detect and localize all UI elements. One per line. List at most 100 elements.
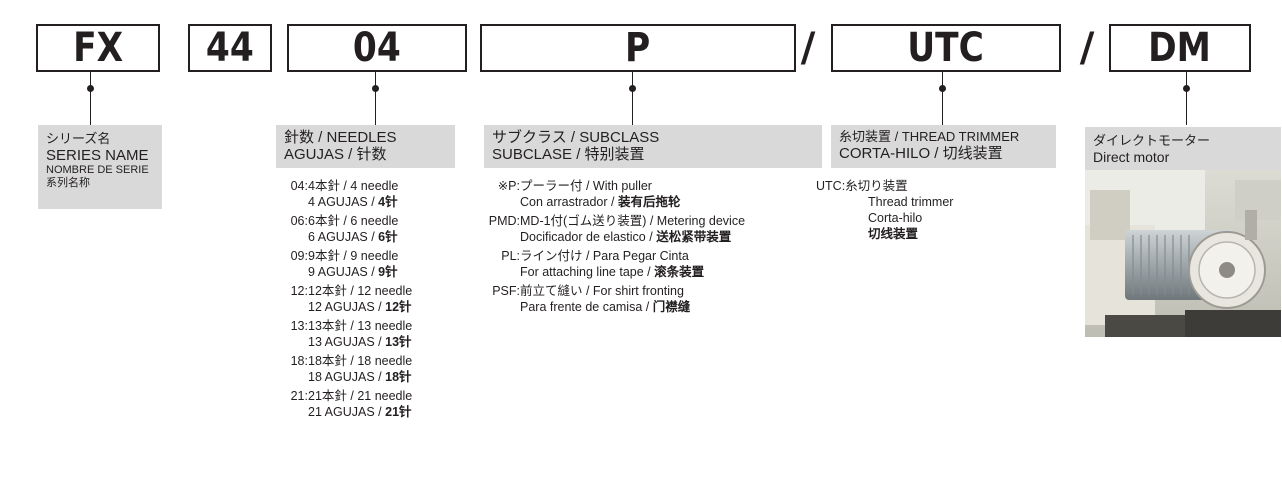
needles-label: 針数 / NEEDLES AGUJAS / 针数 [276, 125, 455, 168]
option-line1: 前立て縫い / For shirt fronting [520, 284, 684, 298]
needles-label-line2: AGUJAS / 针数 [284, 146, 387, 163]
option-line1: MD-1付(ゴム送り装置) / Metering device [520, 214, 746, 228]
option-line2-prefix: 9 AGUJAS / [308, 265, 379, 279]
option-line2-bold: 送松紧带装置 [656, 230, 732, 244]
option-line2-prefix: For attaching line tape / [520, 265, 655, 279]
option-line2: 12 AGUJAS / 12针 [282, 299, 412, 315]
option-code: 12: [290, 284, 308, 298]
option-line2-prefix: 6 AGUJAS / [308, 230, 379, 244]
option-line1: 9本針 / 9 needle [308, 249, 399, 263]
subclass-label: サブクラス / SUBCLASS SUBCLASE / 特别装置 [484, 125, 822, 168]
option-line2: Docificador de elastico / 送松紧带装置 [478, 229, 745, 245]
option-line1: 18本針 / 18 needle [308, 354, 413, 368]
series-label-jp: シリーズ名 [46, 131, 111, 146]
option-line1: 12本針 / 12 needle [308, 284, 413, 298]
connector-line [632, 72, 633, 125]
option-line2: 13 AGUJAS / 13针 [282, 334, 412, 350]
option-line1: 4本針 / 4 needle [308, 179, 399, 193]
option-line4: 切线装置 [868, 227, 919, 241]
slash-separator: / [800, 25, 816, 71]
option-code: PMD: [488, 214, 520, 228]
thread-trimmer-options: UTC: 糸切り装置 Thread trimmer Corta-hilo 切线装… [816, 178, 953, 242]
thread-trimmer-label: 糸切装置 / THREAD TRIMMER CORTA-HILO / 切线装置 [831, 125, 1056, 168]
option-code: 21: [290, 389, 308, 403]
option-line2-prefix: 12 AGUJAS / [308, 300, 386, 314]
connector-line [942, 72, 943, 125]
motor-code: DM [1148, 25, 1212, 71]
series-label-es: NOMBRE DE SERIE [46, 164, 149, 176]
option-line2-bold: 门襟缝 [652, 300, 691, 314]
option-line2-bold: 装有后拖轮 [617, 195, 681, 209]
option-code: 13: [290, 319, 308, 333]
series-label-cn: 系列名称 [46, 177, 90, 189]
option-line2-prefix: 4 AGUJAS / [308, 195, 379, 209]
thread-trimmer-label-line1: 糸切装置 / THREAD TRIMMER [839, 129, 1020, 144]
option-line2-bold: 9针 [378, 265, 398, 279]
model-box: 44 [188, 24, 272, 72]
option-line2-bold: 4针 [378, 195, 398, 209]
direct-motor-photo [1085, 170, 1281, 337]
option-line2-prefix: 18 AGUJAS / [308, 370, 386, 384]
motor-label-en: Direct motor [1093, 149, 1170, 165]
connector-line [1186, 72, 1187, 125]
needles-code: 04 [353, 25, 401, 71]
option-line2-prefix: Para frente de camisa / [520, 300, 653, 314]
connector-line [90, 72, 91, 125]
option-line2: 6 AGUJAS / 6针 [282, 229, 412, 245]
slash-separator: / [1079, 25, 1095, 71]
subclass-label-line1: サブクラス / SUBCLASS [492, 129, 660, 146]
option-code: 04: [290, 179, 308, 193]
option-line2-bold: 6针 [378, 230, 398, 244]
option-line2-bold: 13针 [385, 335, 412, 349]
option-line1: 21本針 / 21 needle [308, 389, 413, 403]
subclass-label-line2: SUBCLASE / 特别装置 [492, 146, 645, 163]
option-line1: 糸切り装置 [845, 179, 908, 193]
option-line1: ライン付け / Para Pegar Cinta [520, 249, 689, 263]
option-line2: 18 AGUJAS / 18针 [282, 369, 412, 385]
thread-trimmer-box: UTC [831, 24, 1061, 72]
thread-trimmer-code: UTC [907, 25, 985, 71]
option-line2: Thread trimmer [868, 195, 954, 209]
option-line2-bold: 21针 [385, 405, 412, 419]
option-line2: Para frente de camisa / 门襟缝 [478, 299, 745, 315]
list-item: UTC: 糸切り装置 [816, 178, 953, 194]
option-code: 09: [290, 249, 308, 263]
motor-label-jp: ダイレクトモーター [1093, 133, 1211, 148]
option-line3: Corta-hilo [868, 211, 923, 225]
needles-label-line1: 針数 / NEEDLES [284, 129, 397, 146]
option-line2-bold: 12针 [385, 300, 412, 314]
option-line2-prefix: Con arrastrador / [520, 195, 618, 209]
option-code: PSF: [492, 284, 520, 298]
option-line1: プーラー付 / With puller [520, 179, 652, 193]
option-code: UTC: [816, 179, 846, 193]
direct-motor-image [1085, 170, 1281, 337]
option-line2: For attaching line tape / 滚条装置 [478, 264, 745, 280]
motor-label: ダイレクトモーター Direct motor [1085, 127, 1281, 171]
option-line2-bold: 18针 [385, 370, 412, 384]
connector-line [375, 72, 376, 125]
needles-box: 04 [287, 24, 467, 72]
option-line2: 9 AGUJAS / 9针 [282, 264, 412, 280]
option-line2-bold: 滚条装置 [654, 265, 705, 279]
option-line2: 21 AGUJAS / 21针 [282, 404, 412, 420]
series-label: シリーズ名 SERIES NAME NOMBRE DE SERIE 系列名称 [38, 125, 162, 209]
option-line1: 6本針 / 6 needle [308, 214, 399, 228]
option-line2-prefix: Docificador de elastico / [520, 230, 657, 244]
option-line1: 13本針 / 13 needle [308, 319, 413, 333]
option-code: ※P: [497, 179, 520, 193]
series-box: FX [36, 24, 160, 72]
option-code: PL: [501, 249, 520, 263]
option-line2: 4 AGUJAS / 4针 [282, 194, 412, 210]
